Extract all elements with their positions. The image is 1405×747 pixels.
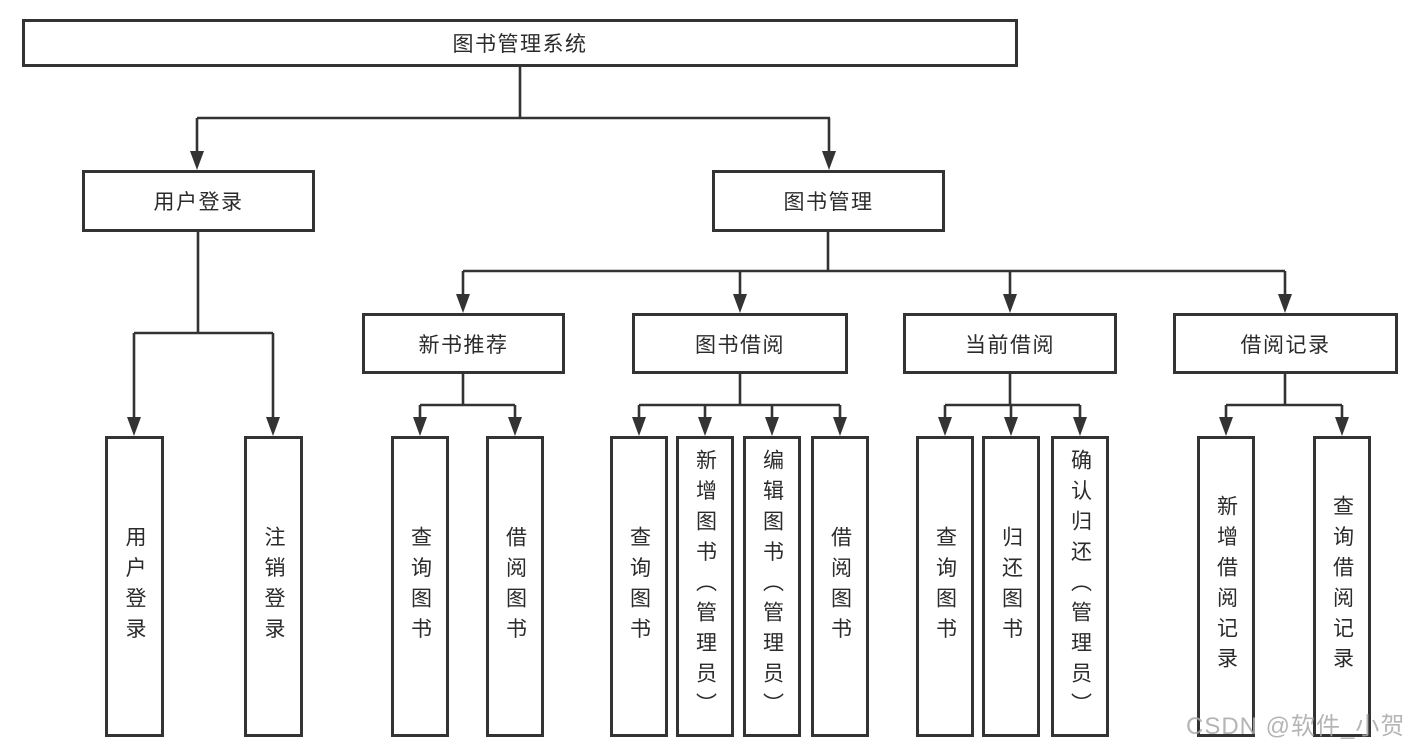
leaf-borrow-books: 借阅图书 <box>811 436 869 737</box>
node-label: 借阅记录 <box>1240 333 1331 357</box>
node-user-login: 用户登录 <box>82 170 315 232</box>
leaf-query-books-recommend: 查询图书 <box>391 436 449 737</box>
connector-user-login-to-leaves <box>127 232 280 436</box>
node-label: 借阅图书 <box>828 525 852 648</box>
node-label: 查询图书 <box>933 525 957 648</box>
leaf-query-books-current: 查询图书 <box>916 436 974 737</box>
leaf-confirm-return-admin: 确认归还（管理员） <box>1051 436 1109 737</box>
node-label: 查询借阅记录 <box>1330 495 1354 678</box>
node-book-management: 图书管理 <box>712 170 945 232</box>
node-label: 借阅图书 <box>503 525 527 648</box>
connector-book-management-to-level3 <box>456 232 1292 313</box>
node-book-borrow: 图书借阅 <box>632 313 848 374</box>
leaf-query-borrow-record: 查询借阅记录 <box>1313 436 1371 737</box>
leaf-user-login: 用户登录 <box>105 436 164 737</box>
leaf-query-books-borrow: 查询图书 <box>610 436 668 737</box>
node-current-borrow: 当前借阅 <box>903 313 1117 374</box>
node-label: 图书借阅 <box>695 333 785 357</box>
node-label: 查询图书 <box>627 525 651 648</box>
node-label: 确认归还（管理员） <box>1068 449 1092 724</box>
node-label: 归还图书 <box>999 525 1023 648</box>
node-label: 新书推荐 <box>418 333 509 357</box>
leaf-edit-book-admin: 编辑图书（管理员） <box>743 436 801 737</box>
connector-book-borrow-to-leaves <box>632 374 847 436</box>
leaf-add-borrow-record: 新增借阅记录 <box>1197 436 1255 737</box>
node-new-book-recommend: 新书推荐 <box>362 313 565 374</box>
node-label: 图书管理系统 <box>452 33 588 56</box>
node-label: 查询图书 <box>408 525 432 648</box>
node-label: 用户登录 <box>123 525 146 648</box>
connector-borrow-records-to-leaves <box>1219 374 1349 436</box>
leaf-borrow-books-recommend: 借阅图书 <box>486 436 544 737</box>
csdn-watermark: CSDN @软件_小贺同学 <box>1186 713 1405 740</box>
node-label: 新增借阅记录 <box>1214 495 1238 678</box>
leaf-logout: 注销登录 <box>244 436 303 737</box>
connector-root-to-level2 <box>190 67 836 170</box>
connector-new-book-recommend-to-leaves <box>413 374 522 436</box>
connector-current-borrow-to-leaves <box>938 374 1087 436</box>
node-label: 注销登录 <box>262 525 285 648</box>
node-label: 当前借阅 <box>965 333 1055 357</box>
leaf-return-book: 归还图书 <box>982 436 1040 737</box>
node-label: 用户登录 <box>153 191 244 214</box>
node-label: 编辑图书（管理员） <box>760 449 784 724</box>
node-label: 新增图书（管理员） <box>693 449 717 724</box>
leaf-add-book-admin: 新增图书（管理员） <box>676 436 734 737</box>
node-label: 图书管理 <box>783 191 874 214</box>
node-borrow-records: 借阅记录 <box>1173 313 1398 374</box>
node-library-management-system: 图书管理系统 <box>22 19 1018 67</box>
